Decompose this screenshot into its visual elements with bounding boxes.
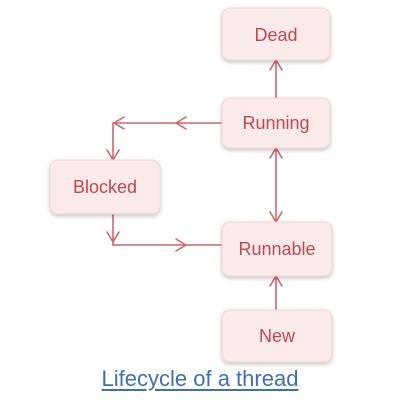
- edge-new-to-runnable: [269, 275, 283, 310]
- edge-running-to-blocked: [106, 116, 222, 161]
- state-blocked: Blocked: [49, 159, 161, 215]
- edge-blocked-to-runnable: [106, 214, 222, 252]
- state-blocked-label: Blocked: [73, 177, 137, 197]
- state-runnable: Runnable: [221, 221, 333, 277]
- state-new: New: [221, 309, 333, 363]
- diagram-caption: Lifecycle of a thread: [101, 366, 299, 391]
- state-dead: Dead: [221, 7, 331, 61]
- edge-running-to-dead: [269, 59, 283, 98]
- state-runnable-label: Runnable: [238, 239, 315, 259]
- state-new-label: New: [259, 326, 296, 346]
- edge-running-runnable: [269, 147, 283, 223]
- state-dead-label: Dead: [254, 25, 297, 45]
- state-running: Running: [221, 97, 331, 149]
- state-running-label: Running: [242, 113, 309, 133]
